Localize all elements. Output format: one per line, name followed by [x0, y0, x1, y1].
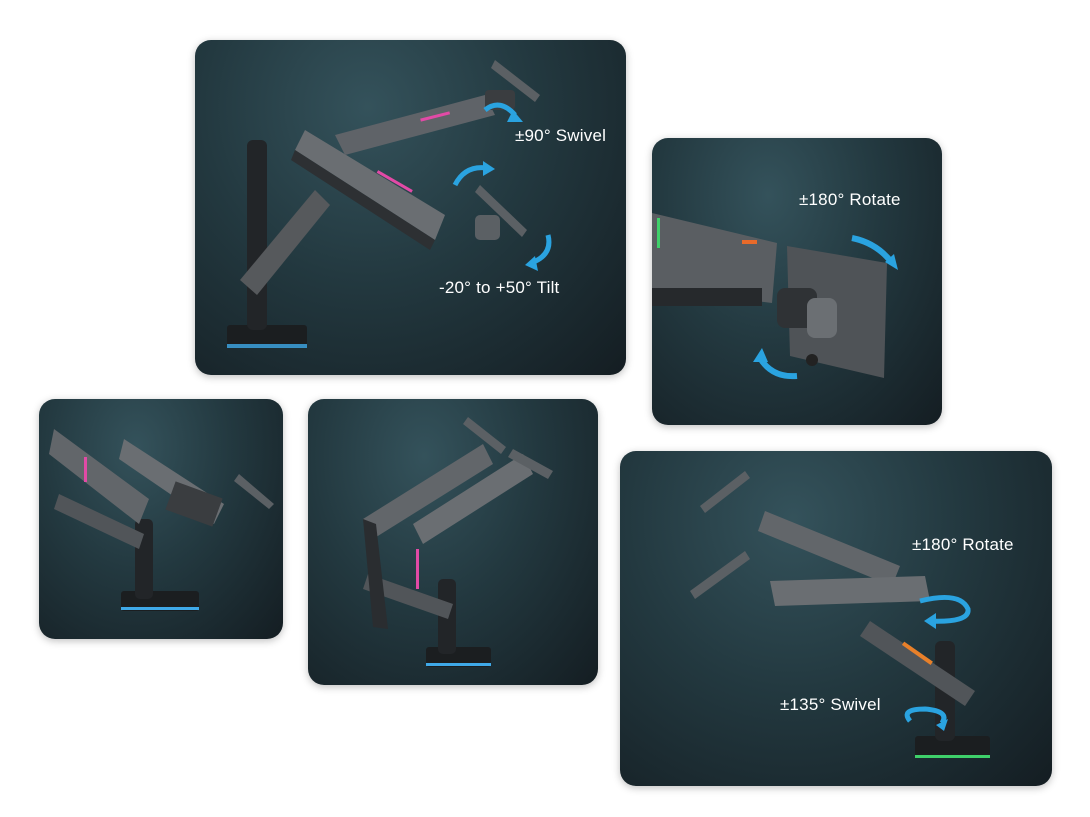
swivel-tilt-panel: ±90° Swivel -20° to +50° Tilt	[195, 40, 626, 375]
monitor-arm-image	[652, 213, 898, 380]
dual-arm-center-panel	[308, 399, 598, 685]
monitor-arm-image	[690, 471, 990, 758]
swivel-label: ±90° Swivel	[515, 126, 607, 145]
rotate-detail-panel: ±180° Rotate	[652, 138, 942, 425]
rotate-label: ±180° Rotate	[912, 535, 1014, 554]
dual-arm-left-panel	[39, 399, 283, 639]
rotate-label: ±180° Rotate	[799, 190, 901, 209]
monitor-arm-image	[363, 417, 553, 667]
tilt-label: -20° to +50° Tilt	[439, 278, 560, 297]
monitor-arm-image	[227, 60, 552, 348]
dual-arm-right-panel: ±180° Rotate ±135° Swivel	[620, 451, 1052, 786]
monitor-arm-image	[49, 429, 274, 611]
swivel-label: ±135° Swivel	[780, 695, 881, 714]
